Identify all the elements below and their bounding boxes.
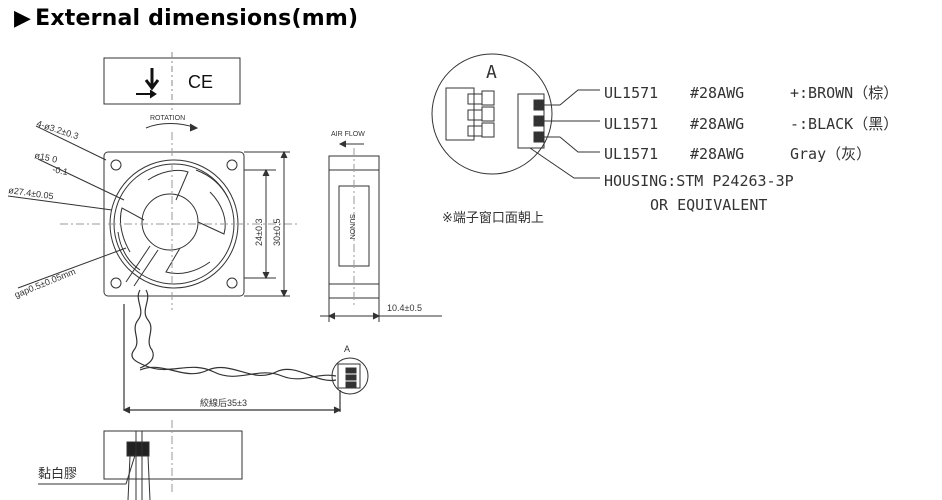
- wire-color: Gray（灰）: [790, 145, 871, 163]
- page-heading: ▶External dimensions(mm): [14, 6, 358, 31]
- heading-title: External dimensions(mm): [35, 6, 359, 31]
- hub-dimension: ø15 0: [34, 150, 59, 165]
- cable-connector: [331, 357, 369, 395]
- wire-spec: UL1571: [604, 84, 658, 102]
- twisted-cable: [122, 289, 342, 414]
- rotation-label: ROTATION: [150, 115, 185, 122]
- fan-bottom-view: [103, 420, 243, 500]
- wire-row: UL1571 #28AWG Gray（灰）: [604, 145, 871, 163]
- side-sticker-text: SUNON: [348, 214, 355, 239]
- wire-row: UL1571 #28AWG +:BROWN（棕）: [604, 84, 898, 102]
- wire-spec: UL1571: [604, 115, 658, 133]
- hole-dimension: 4-ø3.2±0.3: [35, 118, 79, 141]
- wire-color: +:BROWN（棕）: [790, 84, 898, 102]
- wire-gauge: #28AWG: [690, 115, 744, 133]
- wire-gauge: #28AWG: [690, 145, 744, 163]
- gap-dimension: gap0.5±0.05mm: [13, 266, 77, 300]
- wire-spec: UL1571: [604, 145, 658, 163]
- wire-gauge: #28AWG: [690, 84, 744, 102]
- hole-pitch-dimension: 24±0.3: [254, 219, 264, 246]
- fan-front-view: [60, 123, 300, 310]
- wire-row: UL1571 #28AWG -:BLACK（黑）: [604, 115, 898, 133]
- housing-spec: HOUSING:STM P24263-3P: [604, 172, 794, 190]
- cable-length-dimension: 絞線后35±3: [200, 397, 247, 408]
- bottom-label: 黏白膠: [38, 466, 77, 482]
- hub-tolerance: -0.1: [52, 164, 69, 177]
- connector-tag: A: [344, 344, 350, 354]
- wire-color: -:BLACK（黑）: [790, 115, 898, 133]
- label-box: CE: [103, 52, 241, 110]
- thickness-dimension: 10.4±0.5: [387, 303, 422, 313]
- ce-mark: CE: [188, 72, 213, 92]
- detail-tag: A: [486, 62, 497, 83]
- airflow-arrow-icon: [136, 68, 160, 99]
- triangle-marker-icon: ▶: [14, 6, 32, 31]
- terminal-note: ※端子窗口面朝上: [442, 210, 544, 226]
- frame-size-dimension: 30±0.5: [272, 219, 282, 246]
- fan-side-view: [328, 140, 380, 306]
- detail-a-view: [431, 53, 574, 175]
- airflow-label: AIR FLOW: [331, 131, 365, 138]
- housing-equivalent: OR EQUIVALENT: [650, 196, 767, 214]
